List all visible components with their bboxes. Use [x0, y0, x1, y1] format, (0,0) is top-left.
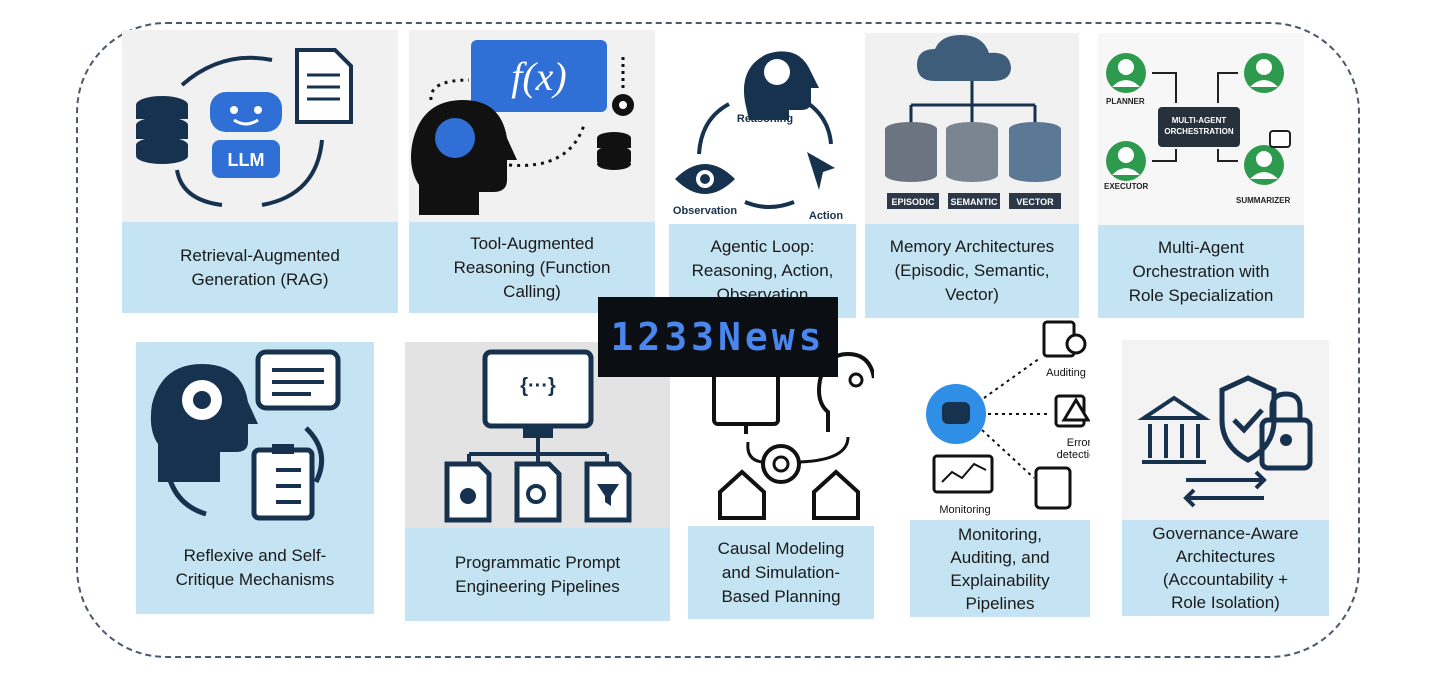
llm-tag: LLM	[228, 150, 265, 170]
episodic-tag: EPISODIC	[891, 197, 935, 207]
monitoring-tag: Monitoring	[939, 504, 990, 516]
card-label: Governance-Aware Architectures (Accounta…	[1122, 520, 1329, 616]
card-monitoring: Auditing Error detection Monitoring Moni…	[910, 318, 1090, 617]
house-warning-icon	[718, 469, 766, 520]
card-label: Causal Modeling and Simulation- Based Pl…	[688, 526, 874, 619]
dotted-arrow	[508, 124, 586, 167]
monitoring-chart-icon	[932, 454, 994, 494]
speech-bubble-icon	[1269, 130, 1291, 148]
card-label: Programmatic Prompt Engineering Pipeline…	[405, 528, 670, 621]
swap-arrows-icon	[1183, 470, 1267, 508]
lock-icon	[1259, 391, 1313, 471]
clipboard-icon	[251, 444, 315, 521]
card-label: Monitoring, Auditing, and Explainability…	[910, 520, 1090, 617]
database-icon	[597, 132, 631, 170]
card-label: Multi-Agent Orchestration with Role Spec…	[1098, 225, 1304, 318]
flow-arrows	[1152, 72, 1238, 162]
tool-illustration: f(x)	[409, 30, 655, 222]
prompt-illustration: {···}	[405, 342, 670, 528]
monitor-icon	[712, 370, 780, 434]
robot-icon	[926, 384, 986, 444]
error-tag: Error	[1067, 437, 1090, 449]
card-governance: Governance-Aware Architectures (Accounta…	[1122, 340, 1329, 616]
arrow-icon	[163, 451, 207, 517]
head-icon	[411, 100, 517, 215]
auditing-tag: Auditing	[1046, 367, 1086, 379]
robot-icon: LLM	[210, 92, 282, 178]
card-reflexive: Reflexive and Self- Critique Mechanisms	[136, 342, 374, 614]
gear-file-icon	[444, 461, 492, 523]
database-semantic-icon	[946, 122, 998, 182]
gear-head-icon	[150, 364, 258, 482]
card-label: Memory Architectures (Episodic, Semantic…	[865, 224, 1079, 318]
gear-icon	[761, 444, 801, 484]
connector-lines	[909, 81, 1037, 123]
monitor-icon: {···}	[482, 349, 594, 438]
memory-illustration: EPISODIC SEMANTIC VECTOR	[865, 33, 1079, 224]
observation-tag: Observation	[673, 205, 737, 217]
card-causal-modeling: Causal Modeling and Simulation- Based Pl…	[688, 342, 874, 619]
card-label: Retrieval-Augmented Generation (RAG)	[122, 222, 398, 313]
reasoning-tag: Reasoning	[737, 113, 793, 125]
summarizer-tag: SUMMARIZER	[1236, 196, 1290, 205]
search-file-icon	[514, 461, 562, 523]
dashed-frame	[76, 22, 1360, 658]
card-rag: LLM Retrieval-Augmented Generation (RAG)	[122, 30, 398, 313]
error-detection-icon	[1054, 394, 1090, 428]
planner-tag: PLANNER	[1106, 97, 1145, 106]
card-agentic-loop: Reasoning Action Observation Agentic Loo…	[669, 34, 856, 318]
flow-arrows	[746, 436, 850, 464]
action-tag: Action	[809, 210, 844, 222]
reflexive-illustration	[136, 342, 374, 522]
causal-illustration	[688, 342, 874, 526]
cycle-arrows-icon	[697, 102, 833, 209]
card-label: Reflexive and Self- Critique Mechanisms	[136, 522, 374, 614]
dotted-connectors	[981, 357, 1050, 479]
function-box-icon: f(x)	[471, 40, 607, 112]
executor-tag: EXECUTOR	[1104, 182, 1149, 191]
courthouse-icon	[1137, 395, 1211, 464]
watermark-badge: 1233News	[598, 297, 838, 377]
gear-icon	[612, 94, 634, 116]
document-icon	[295, 48, 353, 124]
rag-illustration: LLM	[122, 30, 398, 222]
multi-agent-tag: MULTI-AGENT	[1172, 116, 1227, 125]
governance-illustration	[1122, 340, 1329, 520]
detection-tag: detection	[1057, 449, 1090, 461]
database-episodic-icon	[885, 122, 937, 182]
card-multi-agent: MULTI-AGENT ORCHESTRATION PLANNER EXECUT…	[1098, 33, 1304, 318]
card-memory-architectures: EPISODIC SEMANTIC VECTOR Memory Architec…	[865, 33, 1079, 318]
tree-lines	[467, 438, 609, 464]
database-icon	[136, 96, 188, 164]
cycle-arrows-icon	[175, 55, 324, 207]
database-warning-icon	[1034, 466, 1072, 510]
eye-icon	[675, 164, 735, 194]
cursor-icon	[807, 152, 835, 190]
database-vector-icon	[1009, 122, 1061, 182]
auditing-icon	[1042, 320, 1087, 358]
orchestration-box	[1158, 107, 1240, 147]
arrow-icon	[304, 426, 325, 484]
brain-head-icon	[743, 51, 819, 120]
orchestration-tag: ORCHESTRATION	[1164, 127, 1233, 136]
semantic-tag: SEMANTIC	[951, 197, 999, 207]
vector-tag: VECTOR	[1016, 197, 1054, 207]
dotted-arrow	[429, 78, 470, 101]
watermark-text: 1233News	[610, 315, 826, 359]
cloud-icon	[917, 35, 1011, 81]
fx-tag: f(x)	[511, 54, 567, 99]
monitoring-illustration: Auditing Error detection Monitoring	[910, 318, 1090, 520]
card-programmatic-prompt: {···} Programmatic Prompt Engineering Pi…	[405, 342, 670, 621]
code-tag: {···}	[520, 375, 556, 397]
card-tool-augmented: f(x) Tool-Augmented Reasoning (Function …	[409, 30, 655, 313]
loop-illustration: Reasoning Action Observation	[669, 34, 856, 224]
house-grid-icon	[812, 469, 860, 520]
chat-bubble-icon	[255, 349, 341, 411]
filter-file-icon	[584, 461, 632, 523]
multi-agent-illustration: MULTI-AGENT ORCHESTRATION PLANNER EXECUT…	[1098, 33, 1304, 225]
